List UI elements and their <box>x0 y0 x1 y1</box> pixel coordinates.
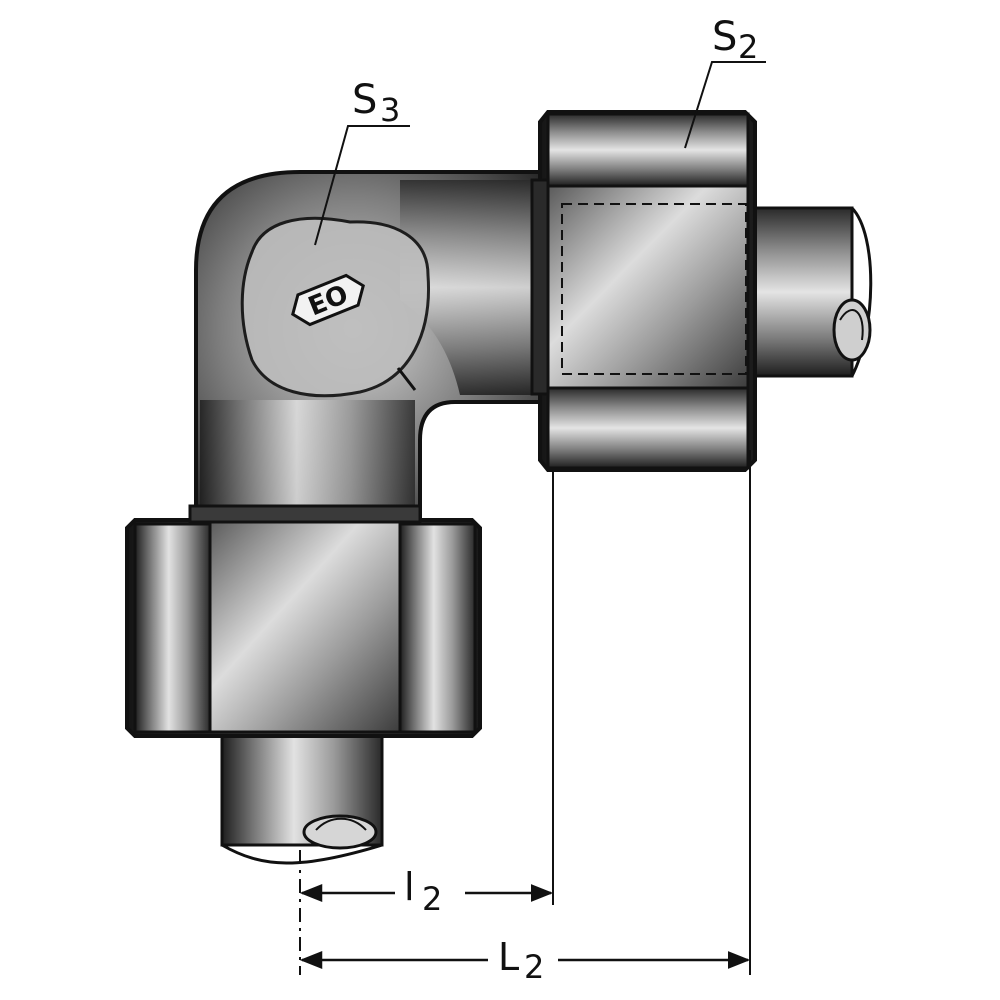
bottom-pipe <box>220 733 384 865</box>
label-s2-main: S <box>712 14 737 60</box>
label-l2-sub: 2 <box>422 880 442 918</box>
dimension-lines <box>299 450 751 980</box>
label-l2: l 2 <box>404 865 442 918</box>
right-nut <box>530 110 757 472</box>
label-s3: S 3 <box>352 77 400 129</box>
bottom-nut <box>125 504 482 738</box>
leader-s2 <box>684 61 766 149</box>
label-s3-main: S <box>352 77 377 123</box>
label-L2-main: L <box>498 935 519 979</box>
label-s2-sub: 2 <box>738 28 758 66</box>
label-L2: L 2 <box>498 935 544 986</box>
eo-marking: EO <box>291 273 365 327</box>
label-L2-sub: 2 <box>524 948 544 986</box>
elbow-body <box>194 170 547 522</box>
label-s3-sub: 3 <box>380 91 400 129</box>
leader-s3 <box>314 125 410 246</box>
label-s2: S 2 <box>712 14 758 66</box>
right-pipe <box>738 206 873 378</box>
leader-lines <box>314 61 766 246</box>
label-l2-main: l <box>404 865 415 909</box>
